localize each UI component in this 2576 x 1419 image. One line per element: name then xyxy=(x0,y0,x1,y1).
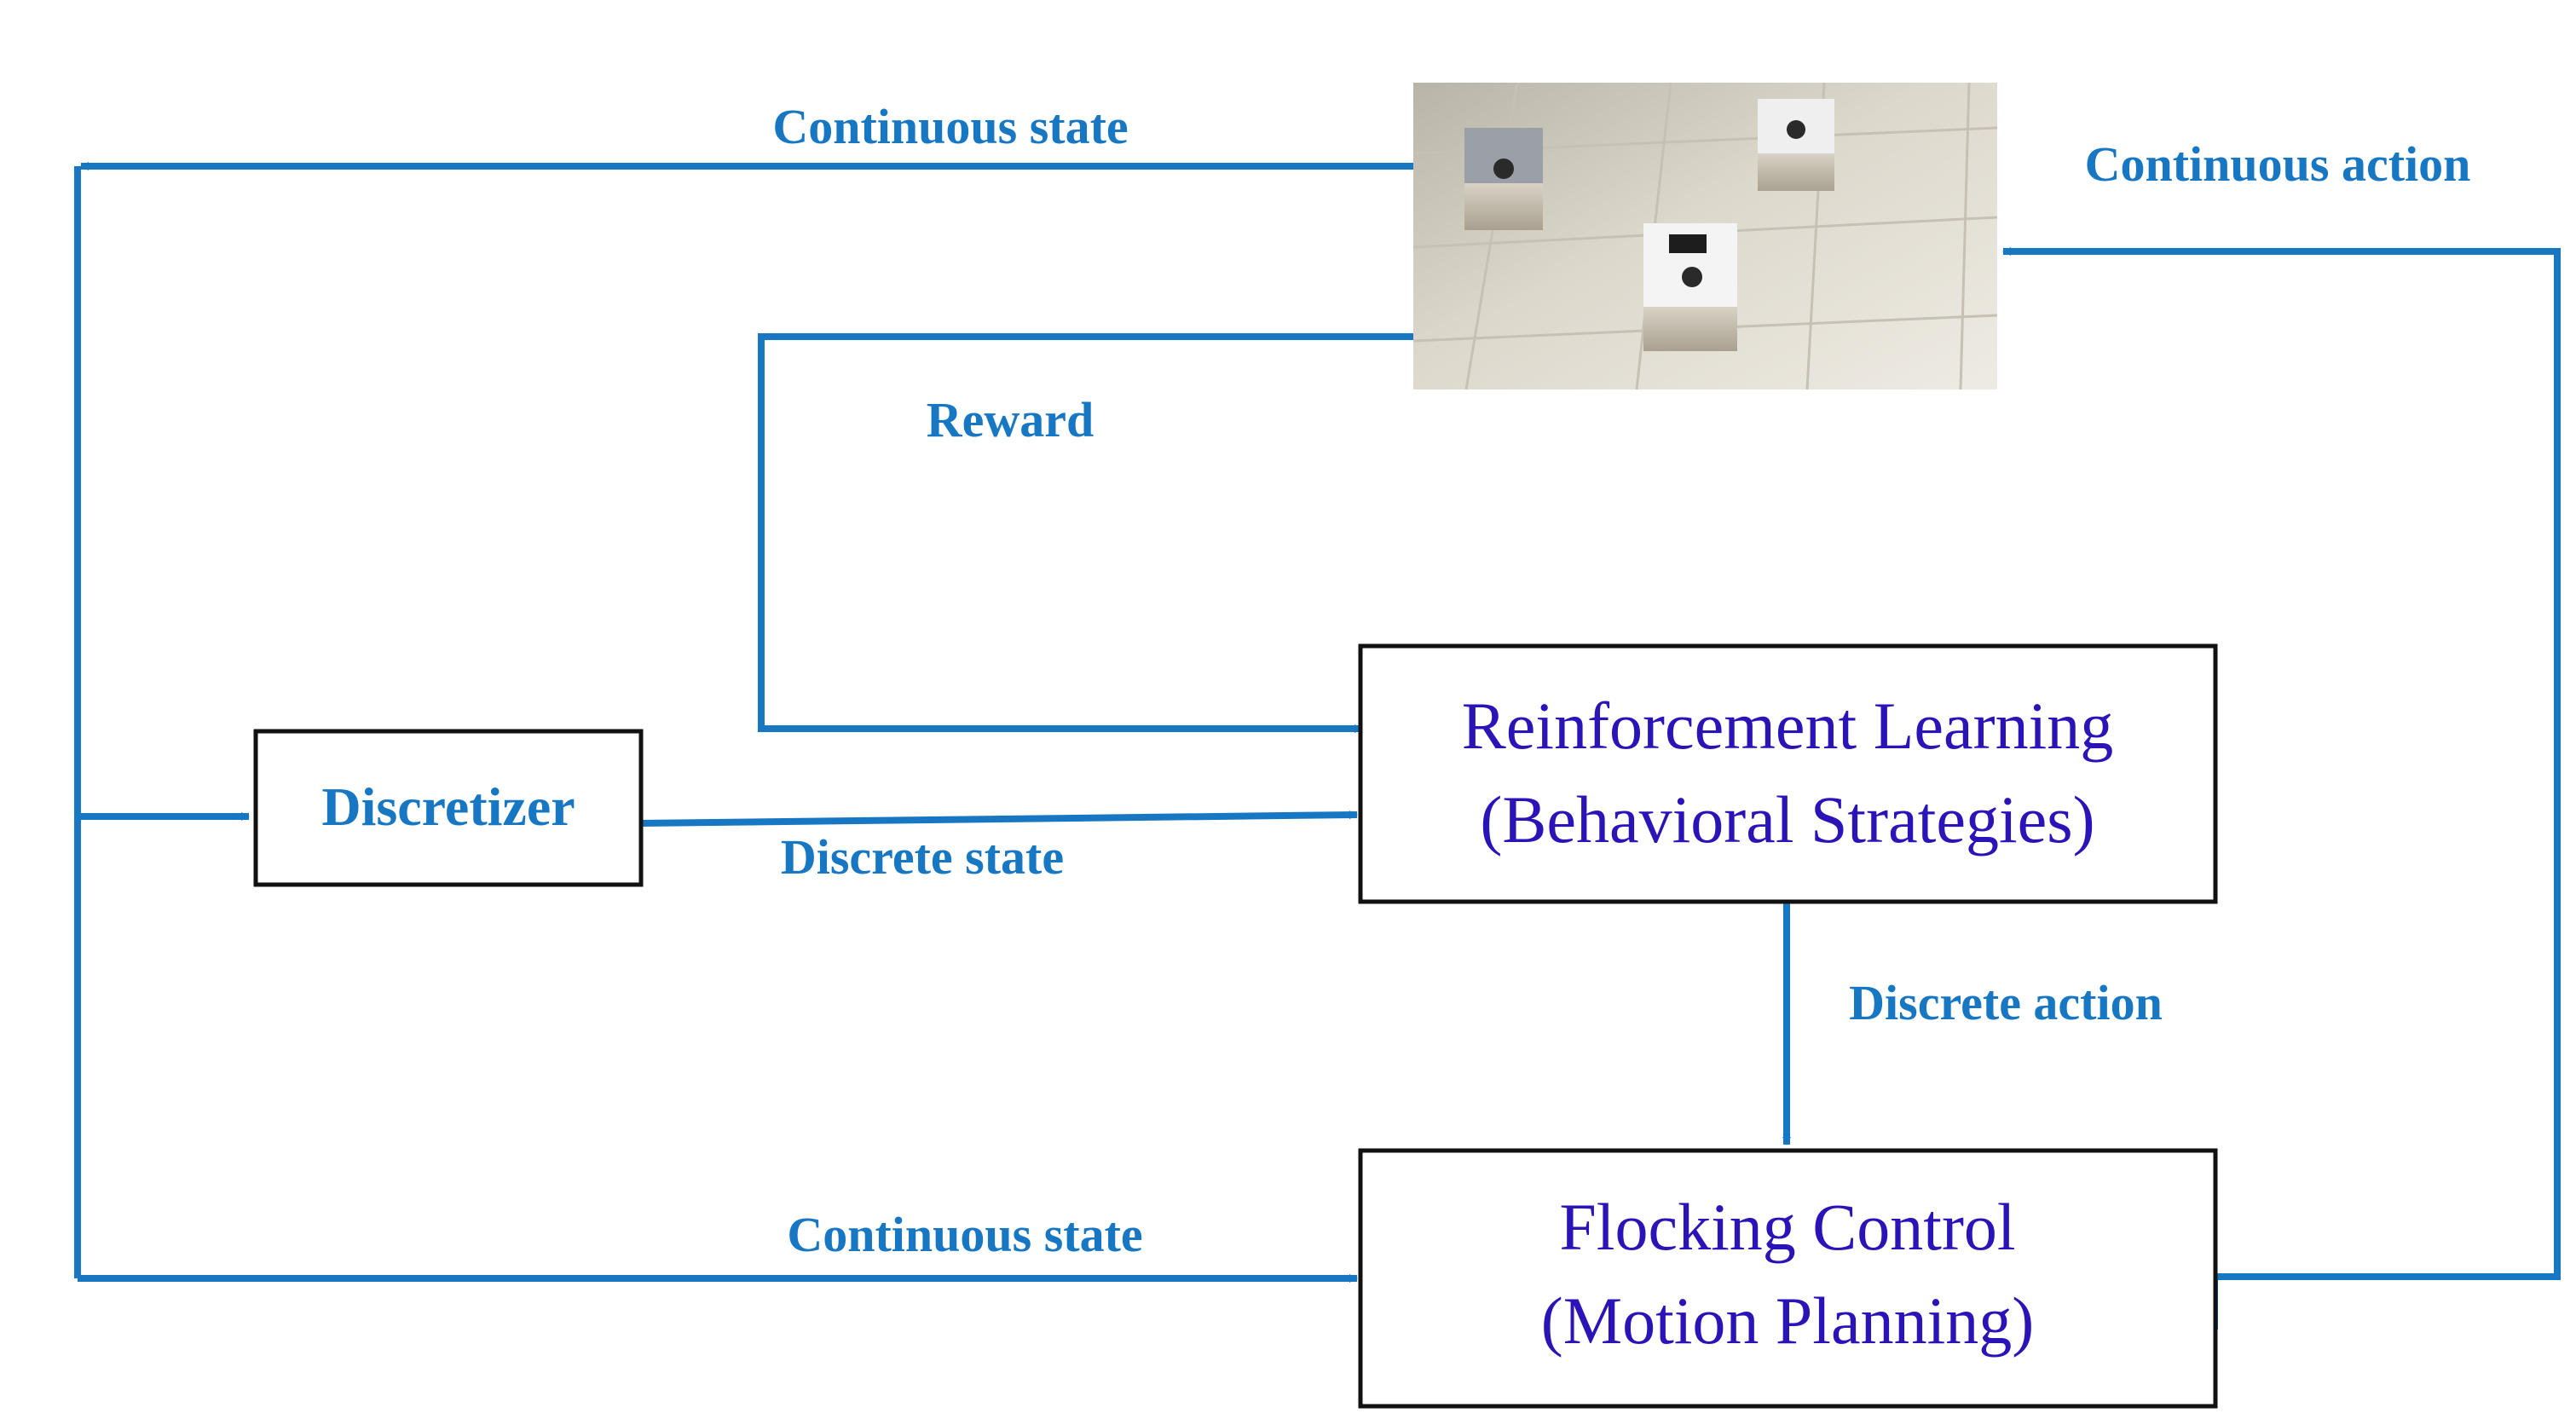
robot-1 xyxy=(1464,128,1543,230)
continuous-state-bottom-label: Continuous state xyxy=(787,1207,1142,1262)
robot-swarm-photo xyxy=(1412,82,1998,390)
flocking-label-line2: (Motion Planning) xyxy=(1541,1283,2035,1358)
discretizer-box: Discretizer xyxy=(253,729,644,887)
continuous-state-top-label: Continuous state xyxy=(772,99,1128,154)
flocking-label-line1: Flocking Control xyxy=(1559,1190,2015,1264)
flocking-control-box: Flocking Control (Motion Planning) xyxy=(1358,1148,2218,1409)
discretizer-label: Discretizer xyxy=(321,776,575,837)
rl-label-line2: (Behavioral Strategies) xyxy=(1480,782,2094,857)
reward-arrow xyxy=(758,333,1413,733)
robot-3 xyxy=(1643,223,1737,351)
continuous-action-label: Continuous action xyxy=(2085,136,2471,192)
discrete-state-label: Discrete state xyxy=(781,829,1064,885)
discrete-state-arrow xyxy=(640,810,1358,827)
reward-label: Reward xyxy=(927,392,1095,447)
reinforcement-learning-box: Reinforcement Learning (Behavioral Strat… xyxy=(1358,643,2218,904)
discrete-action-label: Discrete action xyxy=(1849,975,2163,1030)
robot-2 xyxy=(1758,99,1834,191)
rl-label-line1: Reinforcement Learning xyxy=(1462,689,2114,763)
